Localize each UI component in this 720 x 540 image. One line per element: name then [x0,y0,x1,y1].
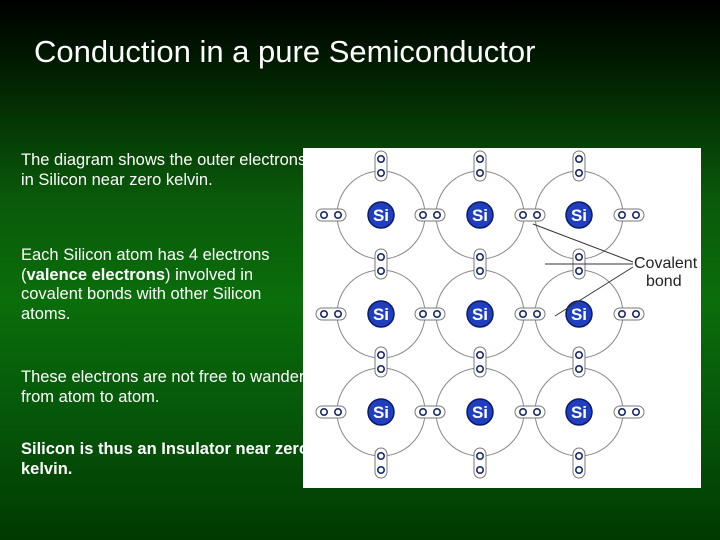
para4-text: is thus an [75,440,161,458]
electron [477,170,483,176]
electron [335,212,341,218]
electron [576,453,582,459]
silicon-term: Silicon [21,440,75,458]
covalent-label: Covalent [634,255,698,272]
electron [576,156,582,162]
electron [576,467,582,473]
electron [321,212,327,218]
paragraph-not-free: These electrons are not free to wander f… [21,368,311,407]
electron [534,212,540,218]
slide-title: Conduction in a pure Semiconductor [34,34,535,70]
electron [619,212,625,218]
silicon-atom-label: Si [472,305,488,324]
electron [477,453,483,459]
electron [378,156,384,162]
electron [477,254,483,260]
electron [335,311,341,317]
electron [520,311,526,317]
electron [633,409,639,415]
silicon-atom-label: Si [571,403,587,422]
electron [576,352,582,358]
electron [434,409,440,415]
electron [378,453,384,459]
silicon-atom-label: Si [373,403,389,422]
electron [420,311,426,317]
electron [378,254,384,260]
electron [477,268,483,274]
valence-electrons-term: valence electrons [27,266,166,284]
electron [420,409,426,415]
electron [619,409,625,415]
silicon-atom-label: Si [472,403,488,422]
electron [477,352,483,358]
electron [378,170,384,176]
electron [576,366,582,372]
electron [335,409,341,415]
paragraph-outer-electrons: The diagram shows the outer electrons in… [21,151,311,190]
silicon-atom-label: Si [571,206,587,225]
electron [477,156,483,162]
electron [633,311,639,317]
callout-layer: Covalent bond [533,224,698,316]
silicon-atom-label: Si [373,305,389,324]
paragraph-insulator: Silicon is thus an Insulator near zero k… [21,440,311,479]
electron [378,268,384,274]
silicon-atom-label: Si [571,305,587,324]
bond-label: bond [646,273,682,290]
electron [520,212,526,218]
silicon-atom-label: Si [373,206,389,225]
electron [321,409,327,415]
electron [378,352,384,358]
electron [576,170,582,176]
electron [576,254,582,260]
electron [576,268,582,274]
electron [420,212,426,218]
electron [434,311,440,317]
electron [378,467,384,473]
electron [619,311,625,317]
paragraph-valence-electrons: Each Silicon atom has 4 electrons (valen… [21,246,311,324]
electron [633,212,639,218]
electron [378,366,384,372]
electron [534,409,540,415]
electron [477,366,483,372]
electron [321,311,327,317]
electron [520,409,526,415]
silicon-atom-label: Si [472,206,488,225]
electron [434,212,440,218]
electron [477,467,483,473]
electron [534,311,540,317]
